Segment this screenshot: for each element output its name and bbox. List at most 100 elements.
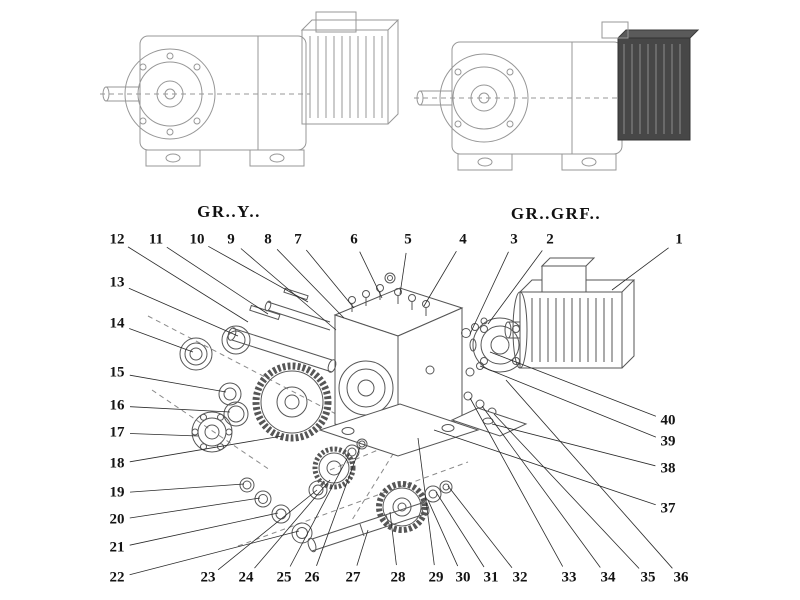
terminal-box	[315, 11, 357, 33]
end-cover	[221, 325, 251, 355]
leader-line-38	[491, 423, 656, 467]
callout-16: 16	[109, 397, 125, 414]
callout-15: 15	[109, 364, 125, 381]
shaft-key-2	[283, 287, 309, 301]
leader-line-29	[417, 437, 435, 566]
large-gear	[252, 362, 332, 442]
callout-31: 31	[483, 569, 499, 586]
leader-line-6	[359, 251, 383, 299]
gearmotor-drawing-gr-grf	[414, 21, 700, 171]
callout-33: 33	[561, 569, 577, 586]
callout-20: 20	[109, 511, 125, 528]
leader-line-27	[356, 529, 369, 566]
callout-6: 6	[350, 231, 358, 248]
flange-foot	[450, 407, 528, 437]
motor-terminal-box	[541, 265, 587, 293]
spacer-ring	[223, 401, 249, 427]
leader-line-28	[389, 511, 397, 566]
washer	[218, 382, 242, 406]
callout-2: 2	[546, 231, 554, 248]
input-shaft-parts	[179, 287, 337, 373]
gear-housing	[318, 287, 480, 457]
callout-17: 17	[109, 424, 125, 441]
leader-line-25	[289, 454, 350, 567]
leader-line-33	[469, 397, 564, 567]
callout-10: 10	[189, 231, 205, 248]
callout-25: 25	[276, 569, 292, 586]
leader-line-5	[399, 252, 407, 295]
leader-line-24	[254, 479, 331, 569]
leader-line-7	[305, 249, 355, 309]
callout-29: 29	[428, 569, 444, 586]
callout-19: 19	[109, 484, 125, 501]
ball-bearing	[191, 411, 233, 453]
callout-23: 23	[200, 569, 216, 586]
leader-line-19	[129, 483, 245, 493]
callout-28: 28	[390, 569, 406, 586]
callout-11: 11	[148, 231, 164, 248]
leader-line-13	[128, 287, 239, 337]
motor	[504, 257, 636, 369]
leader-line-8	[276, 249, 345, 319]
left-gear-parts	[191, 362, 332, 453]
callout-40: 40	[660, 412, 676, 429]
dark-drive-housing	[617, 37, 691, 141]
leader-line-2	[487, 250, 543, 325]
exploded-view	[147, 257, 636, 553]
callout-26: 26	[304, 569, 320, 586]
callout-27: 27	[345, 569, 361, 586]
leader-line-17	[129, 433, 199, 437]
leader-line-14	[129, 328, 194, 353]
leader-lines	[127, 245, 673, 576]
leader-line-39	[479, 365, 657, 438]
leader-line-31	[435, 491, 485, 568]
leader-line-37	[433, 429, 656, 506]
callout-13: 13	[109, 274, 125, 291]
callout-34: 34	[600, 569, 616, 586]
leader-line-40	[489, 351, 657, 417]
callout-38: 38	[660, 460, 676, 477]
leader-line-1	[611, 247, 669, 291]
leader-line-21	[129, 512, 279, 546]
leader-line-34	[481, 405, 601, 568]
leader-line-12	[127, 246, 249, 323]
oil-seal	[179, 337, 213, 371]
callout-22: 22	[109, 569, 125, 586]
callout-35: 35	[640, 569, 656, 586]
leader-line-36	[505, 379, 673, 569]
callout-24: 24	[238, 569, 254, 586]
cover-bolts	[348, 272, 430, 316]
callout-30: 30	[455, 569, 471, 586]
leader-line-32	[447, 485, 513, 569]
output-shaft	[307, 500, 430, 553]
leader-line-30	[427, 499, 459, 567]
leader-line-35	[493, 413, 640, 569]
callout-18: 18	[109, 455, 125, 472]
leader-line-22	[129, 530, 300, 576]
output-flange	[450, 317, 528, 437]
flange-bolt-washers	[461, 317, 497, 417]
callout-7: 7	[294, 231, 302, 248]
callout-14: 14	[109, 315, 125, 332]
leader-line-10	[208, 245, 309, 303]
callout-3: 3	[510, 231, 518, 248]
leader-line-16	[129, 406, 231, 413]
leader-line-26	[316, 446, 361, 566]
callout-12: 12	[109, 231, 125, 248]
title-gr-grf: GR..GRF..	[510, 204, 602, 223]
connector-box	[601, 21, 629, 39]
gearmotor-drawing-gr-y	[100, 11, 400, 167]
callout-37: 37	[660, 500, 676, 517]
callout-32: 32	[512, 569, 528, 586]
callout-8: 8	[264, 231, 272, 248]
leader-line-23	[217, 489, 318, 571]
leader-line-4	[423, 250, 457, 307]
callout-5: 5	[404, 231, 412, 248]
leader-line-15	[129, 374, 227, 393]
leader-line-20	[129, 497, 261, 519]
callout-21: 21	[109, 539, 125, 556]
callout-9: 9	[227, 231, 235, 248]
vent-plug	[384, 272, 396, 284]
